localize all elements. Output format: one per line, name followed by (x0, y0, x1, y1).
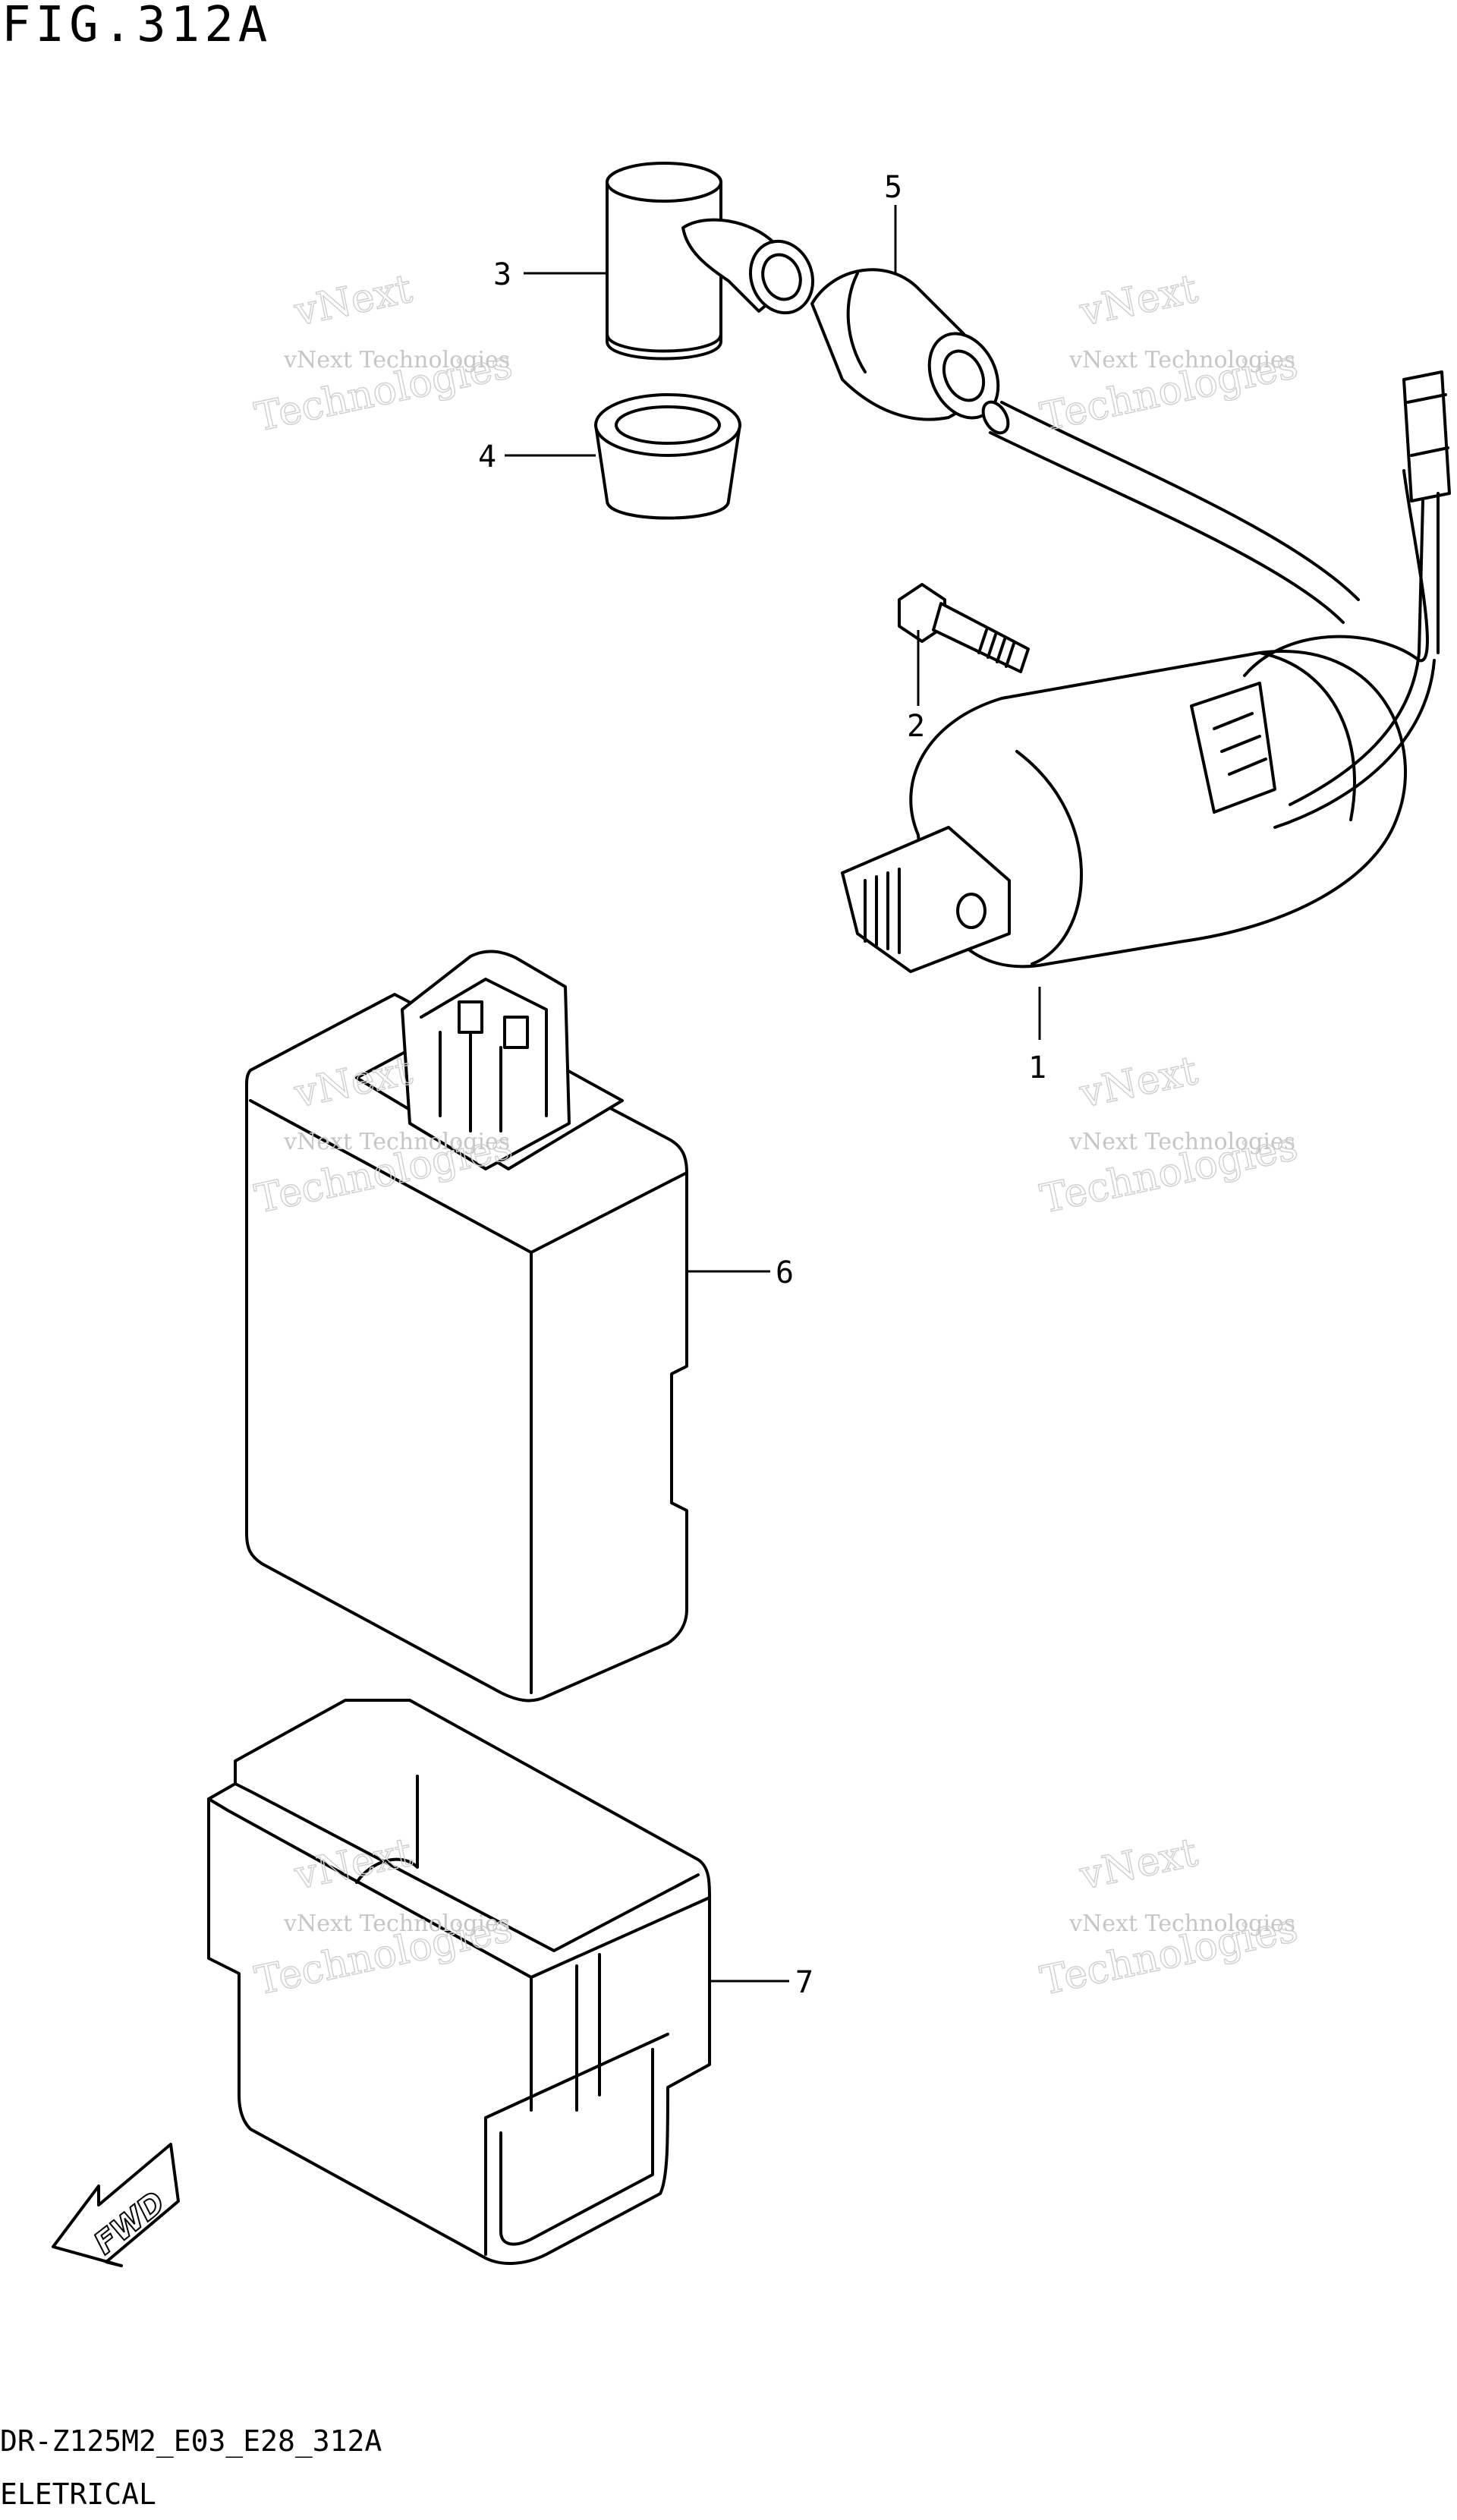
callout-5: 5 (884, 170, 902, 205)
callout-4: 4 (478, 439, 496, 474)
svg-text:vNext Technologies: vNext Technologies (1068, 347, 1295, 373)
svg-text:vNext: vNext (1075, 266, 1201, 335)
svg-text:vNext: vNext (1075, 1048, 1201, 1117)
svg-text:vNext Technologies: vNext Technologies (1068, 1910, 1295, 1937)
svg-text:vNext Technologies: vNext Technologies (283, 1910, 510, 1937)
part-3-plug-cap[interactable] (606, 162, 823, 361)
svg-text:vNext: vNext (290, 266, 416, 335)
part-5-grommet[interactable] (810, 268, 1012, 429)
callout-2: 2 (907, 709, 925, 744)
figure-title: FIG.312A (2, 0, 272, 53)
callout-7: 7 (795, 1965, 813, 2000)
callout-6: 6 (776, 1255, 794, 1290)
leader-lines (505, 205, 1041, 1983)
part-4-seal[interactable] (594, 393, 741, 520)
watermark-group-2: vNext vNext Technologies Technologies (1036, 266, 1302, 441)
svg-text:vNext Technologies: vNext Technologies (283, 347, 510, 373)
svg-text:vNext: vNext (1075, 1830, 1201, 1899)
svg-text:vNext Technologies: vNext Technologies (283, 1129, 510, 1155)
part-1-ignition-coil[interactable] (841, 370, 1451, 973)
part-6-cdi-unit[interactable] (245, 950, 688, 1703)
callout-1: 1 (1028, 1051, 1046, 1085)
part-2-bolt[interactable] (898, 583, 1030, 673)
watermark-group-1: vNext vNext Technologies Technologies (250, 266, 517, 441)
watermark-group-4: vNext vNext Technologies Technologies (1036, 1047, 1302, 1223)
part-7-holder[interactable] (207, 1699, 711, 2265)
footer-figure-code: DR-Z125M2_E03_E28_312A (0, 2424, 382, 2458)
fwd-arrow: FWD (52, 2143, 180, 2267)
callout-3: 3 (493, 257, 511, 292)
callout-labels: 1 2 3 4 5 6 7 (478, 170, 1046, 2000)
watermark-group-6: vNext vNext Technologies Technologies (1036, 1829, 1302, 2005)
svg-text:vNext Technologies: vNext Technologies (1068, 1129, 1295, 1155)
footer-section-name: ELETRICAL (0, 2477, 156, 2511)
